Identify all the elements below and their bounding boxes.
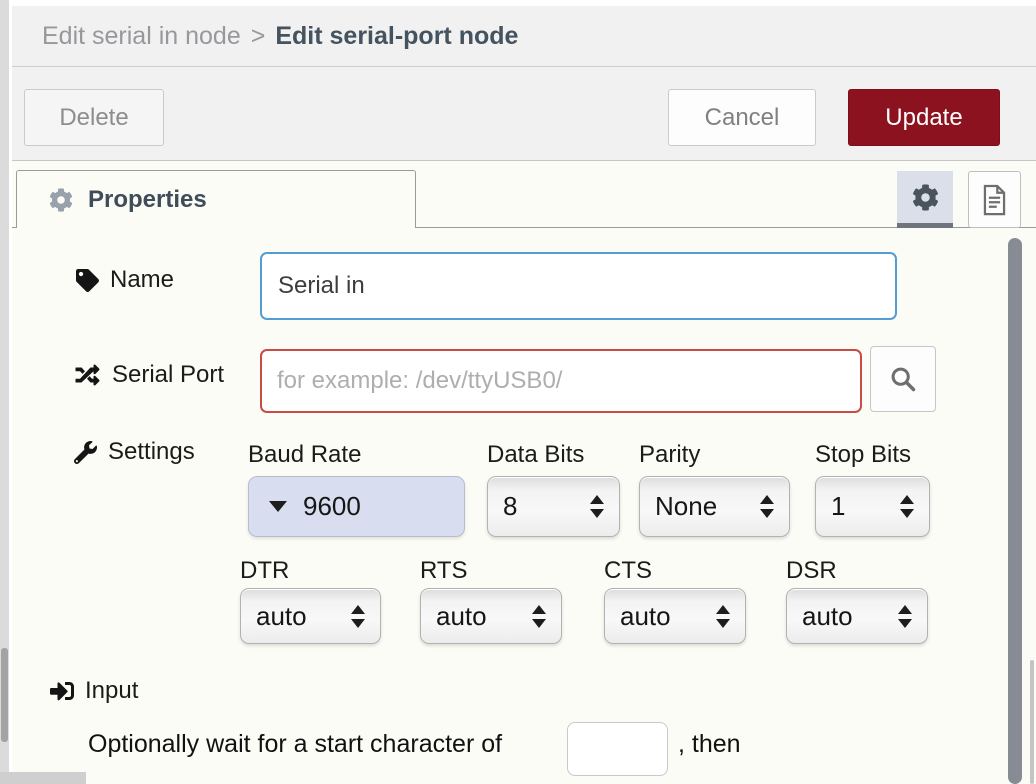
start-char-field[interactable] bbox=[567, 722, 668, 776]
breadcrumb: Edit serial in node > Edit serial-port n… bbox=[12, 6, 1036, 66]
select-arrows-icon bbox=[351, 604, 365, 628]
tabbar-divider bbox=[12, 227, 1036, 228]
file-icon bbox=[981, 184, 1008, 216]
search-icon bbox=[889, 365, 917, 393]
cts-select[interactable]: auto bbox=[604, 588, 746, 644]
chevron-down-icon bbox=[269, 501, 287, 512]
search-port-button[interactable] bbox=[870, 346, 936, 412]
dtr-select[interactable]: auto bbox=[240, 588, 381, 644]
serial-port-label-text: Serial Port bbox=[112, 361, 225, 388]
window-scrollbar-thumb[interactable] bbox=[1030, 660, 1034, 784]
dsr-label: DSR bbox=[786, 557, 837, 584]
select-arrows-icon bbox=[760, 495, 774, 518]
select-arrows-icon bbox=[900, 495, 914, 518]
header-divider bbox=[12, 66, 1036, 67]
wait-suffix-text: , then bbox=[678, 730, 741, 758]
shuffle-icon bbox=[74, 363, 101, 387]
wrench-icon bbox=[74, 440, 97, 464]
gear-icon bbox=[49, 187, 73, 212]
select-arrows-icon bbox=[898, 604, 912, 628]
baud-rate-label: Baud Rate bbox=[248, 441, 362, 468]
name-field[interactable] bbox=[260, 252, 897, 320]
select-arrows-icon bbox=[590, 495, 604, 518]
settings-label-text: Settings bbox=[108, 438, 195, 465]
stop-bits-value: 1 bbox=[831, 491, 846, 521]
tag-icon bbox=[76, 268, 99, 292]
tab-properties-label: Properties bbox=[88, 185, 207, 213]
name-label: Name bbox=[76, 266, 174, 294]
baud-rate-select[interactable]: 9600 bbox=[248, 476, 465, 537]
parity-select[interactable]: None bbox=[639, 476, 790, 537]
data-bits-value: 8 bbox=[503, 491, 518, 521]
tray-scrollbar-thumb[interactable] bbox=[1008, 238, 1022, 784]
rts-value: auto bbox=[436, 600, 487, 631]
bottom-left-scroll-corner bbox=[0, 772, 86, 784]
breadcrumb-parent: Edit serial in node bbox=[42, 21, 241, 50]
gear-icon bbox=[912, 183, 939, 211]
settings-label: Settings bbox=[74, 438, 195, 466]
stop-bits-select[interactable]: 1 bbox=[815, 476, 930, 537]
input-section-label-text: Input bbox=[85, 677, 139, 704]
delete-button[interactable]: Delete bbox=[24, 89, 164, 146]
rts-label: RTS bbox=[420, 557, 468, 584]
select-arrows-icon bbox=[532, 604, 546, 628]
left-scrollbar-track[interactable] bbox=[0, 0, 9, 784]
update-button[interactable]: Update bbox=[848, 89, 1000, 146]
stop-bits-label: Stop Bits bbox=[815, 441, 912, 468]
node-settings-button[interactable] bbox=[897, 171, 953, 228]
name-label-text: Name bbox=[110, 266, 175, 293]
serial-port-field[interactable] bbox=[260, 349, 862, 413]
parity-label: Parity bbox=[639, 441, 701, 468]
dtr-label: DTR bbox=[240, 557, 290, 584]
data-bits-select[interactable]: 8 bbox=[487, 476, 620, 537]
parity-value: None bbox=[655, 491, 718, 521]
dsr-value: auto bbox=[802, 600, 853, 631]
data-bits-label: Data Bits bbox=[487, 441, 585, 468]
dsr-select[interactable]: auto bbox=[786, 588, 928, 644]
wait-prefix-text: Optionally wait for a start character of bbox=[88, 730, 503, 758]
cancel-button[interactable]: Cancel bbox=[668, 89, 816, 146]
cts-value: auto bbox=[620, 600, 671, 631]
serial-port-label: Serial Port bbox=[74, 361, 224, 389]
dialog-button-bar: Delete Cancel Update bbox=[12, 67, 1036, 161]
cts-label: CTS bbox=[604, 557, 652, 584]
breadcrumb-separator: > bbox=[250, 21, 266, 50]
edit-dialog-content: Properties Name Serial Port bbox=[12, 161, 1036, 784]
tab-properties[interactable]: Properties bbox=[16, 170, 416, 228]
baud-rate-value: 9600 bbox=[303, 491, 361, 521]
dtr-value: auto bbox=[256, 600, 307, 631]
rts-select[interactable]: auto bbox=[420, 588, 562, 644]
select-arrows-icon bbox=[716, 604, 730, 628]
node-description-button[interactable] bbox=[968, 171, 1021, 228]
input-section-label: Input bbox=[50, 677, 138, 705]
sign-in-icon bbox=[50, 679, 74, 703]
left-scrollbar-thumb[interactable] bbox=[1, 648, 8, 742]
breadcrumb-current: Edit serial-port node bbox=[275, 21, 519, 50]
